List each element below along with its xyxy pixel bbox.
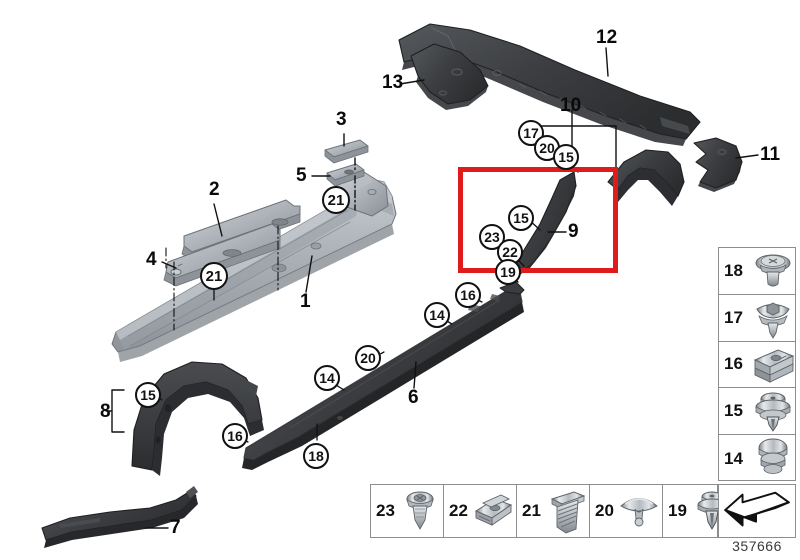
callout-circle-21-a: 21 <box>322 186 350 214</box>
legend-cell-21[interactable]: 21 <box>517 485 590 537</box>
mushroom-head-rivet-icon <box>617 485 662 537</box>
legend-cell-18[interactable]: 18 <box>719 248 795 295</box>
callout-11: 11 <box>760 144 781 165</box>
legend-cell-17[interactable]: 17 <box>719 295 795 342</box>
legend-label-19: 19 <box>668 501 687 520</box>
legend-cell-15[interactable]: 15 <box>719 388 798 436</box>
callout-circle-20-b: 20 <box>355 345 381 371</box>
legend-cell-19[interactable]: 19 <box>663 485 735 537</box>
callout-6: 6 <box>408 387 419 408</box>
part-1-rocker-panel-metal <box>111 171 397 362</box>
part-4-leader <box>161 261 177 269</box>
callout-circle-19: 19 <box>495 259 521 285</box>
legend-cell-14[interactable]: 14 <box>719 435 795 482</box>
callout-circle-23: 23 <box>479 224 505 250</box>
legend-label-22: 22 <box>449 501 468 520</box>
red-selection-rectangle <box>458 167 618 273</box>
part-10-wheel-arch-extension <box>607 149 685 206</box>
direction-of-travel-box <box>718 484 796 538</box>
callout-circle-18: 18 <box>303 443 329 469</box>
fastener-legend-right: 18 17 <box>718 247 796 481</box>
callout-12: 12 <box>596 27 618 48</box>
callout-circle-15-c: 15 <box>135 382 161 408</box>
push-rivet-cross-head-icon <box>748 248 798 294</box>
part-8-front-wheel-arch-trim <box>131 361 264 476</box>
legend-label-14: 14 <box>724 448 743 468</box>
callout-3: 3 <box>336 109 347 130</box>
part-13-left-end-trim <box>410 43 489 110</box>
legend-label-16: 16 <box>724 354 743 374</box>
serrated-barbed-plug-icon <box>544 485 589 537</box>
u-nut-clip-icon <box>748 342 798 388</box>
forward-arrow-3d-icon <box>724 491 790 527</box>
legend-label-17: 17 <box>724 307 743 327</box>
part-2-reinforcement-rail <box>163 199 301 287</box>
callout-circle-14-b: 14 <box>314 365 340 391</box>
callout-13: 13 <box>382 72 404 93</box>
callout-circle-14-a: 14 <box>424 302 450 328</box>
callout-1: 1 <box>300 291 311 312</box>
legend-cell-22[interactable]: 22 <box>444 485 517 537</box>
legend-label-21: 21 <box>522 501 541 520</box>
callout-2: 2 <box>209 179 220 200</box>
assembly-axis-lines <box>165 225 279 331</box>
part-6-side-sill-trim <box>242 281 525 470</box>
spring-cage-nut-icon <box>471 485 516 537</box>
callout-circle-15-b: 15 <box>508 205 534 231</box>
legend-cell-16[interactable]: 16 <box>719 342 795 389</box>
round-head-plug-icon <box>748 435 798 482</box>
legend-label-15: 15 <box>724 401 743 421</box>
hex-socket-expanding-rivet-icon <box>748 295 798 341</box>
part-9-wheel-arch-trim <box>508 171 577 276</box>
legend-cell-23[interactable]: 23 <box>371 485 444 537</box>
callout-circle-16-a: 16 <box>455 282 481 308</box>
callout-8: 8 <box>100 401 111 422</box>
callout-circle-21-b: 21 <box>200 262 228 290</box>
diagram-id-number: 357666 <box>732 538 782 554</box>
legend-label-18: 18 <box>724 260 743 280</box>
part-12-rear-trim-strip <box>398 23 701 146</box>
torx-pan-head-screw-icon <box>398 485 443 537</box>
legend-cell-20[interactable]: 20 <box>590 485 663 537</box>
legend-label-20: 20 <box>595 501 614 520</box>
part-7-front-lower-spoiler <box>41 486 198 548</box>
fastener-legend-bottom: 23 22 <box>370 484 727 538</box>
leader-lines <box>105 47 759 529</box>
part-3-cover-plate <box>324 139 369 164</box>
callout-7: 7 <box>170 517 181 538</box>
callout-10: 10 <box>560 95 582 116</box>
callout-5: 5 <box>296 165 307 186</box>
legend-label-23: 23 <box>376 501 395 520</box>
callout-circle-15-a: 15 <box>553 144 579 170</box>
callout-circle-16-b: 16 <box>222 423 248 449</box>
stepped-trim-clip-icon <box>748 388 798 434</box>
part-11-right-corner-trim <box>693 137 743 192</box>
callout-9: 9 <box>568 221 579 242</box>
callout-4: 4 <box>146 249 157 270</box>
